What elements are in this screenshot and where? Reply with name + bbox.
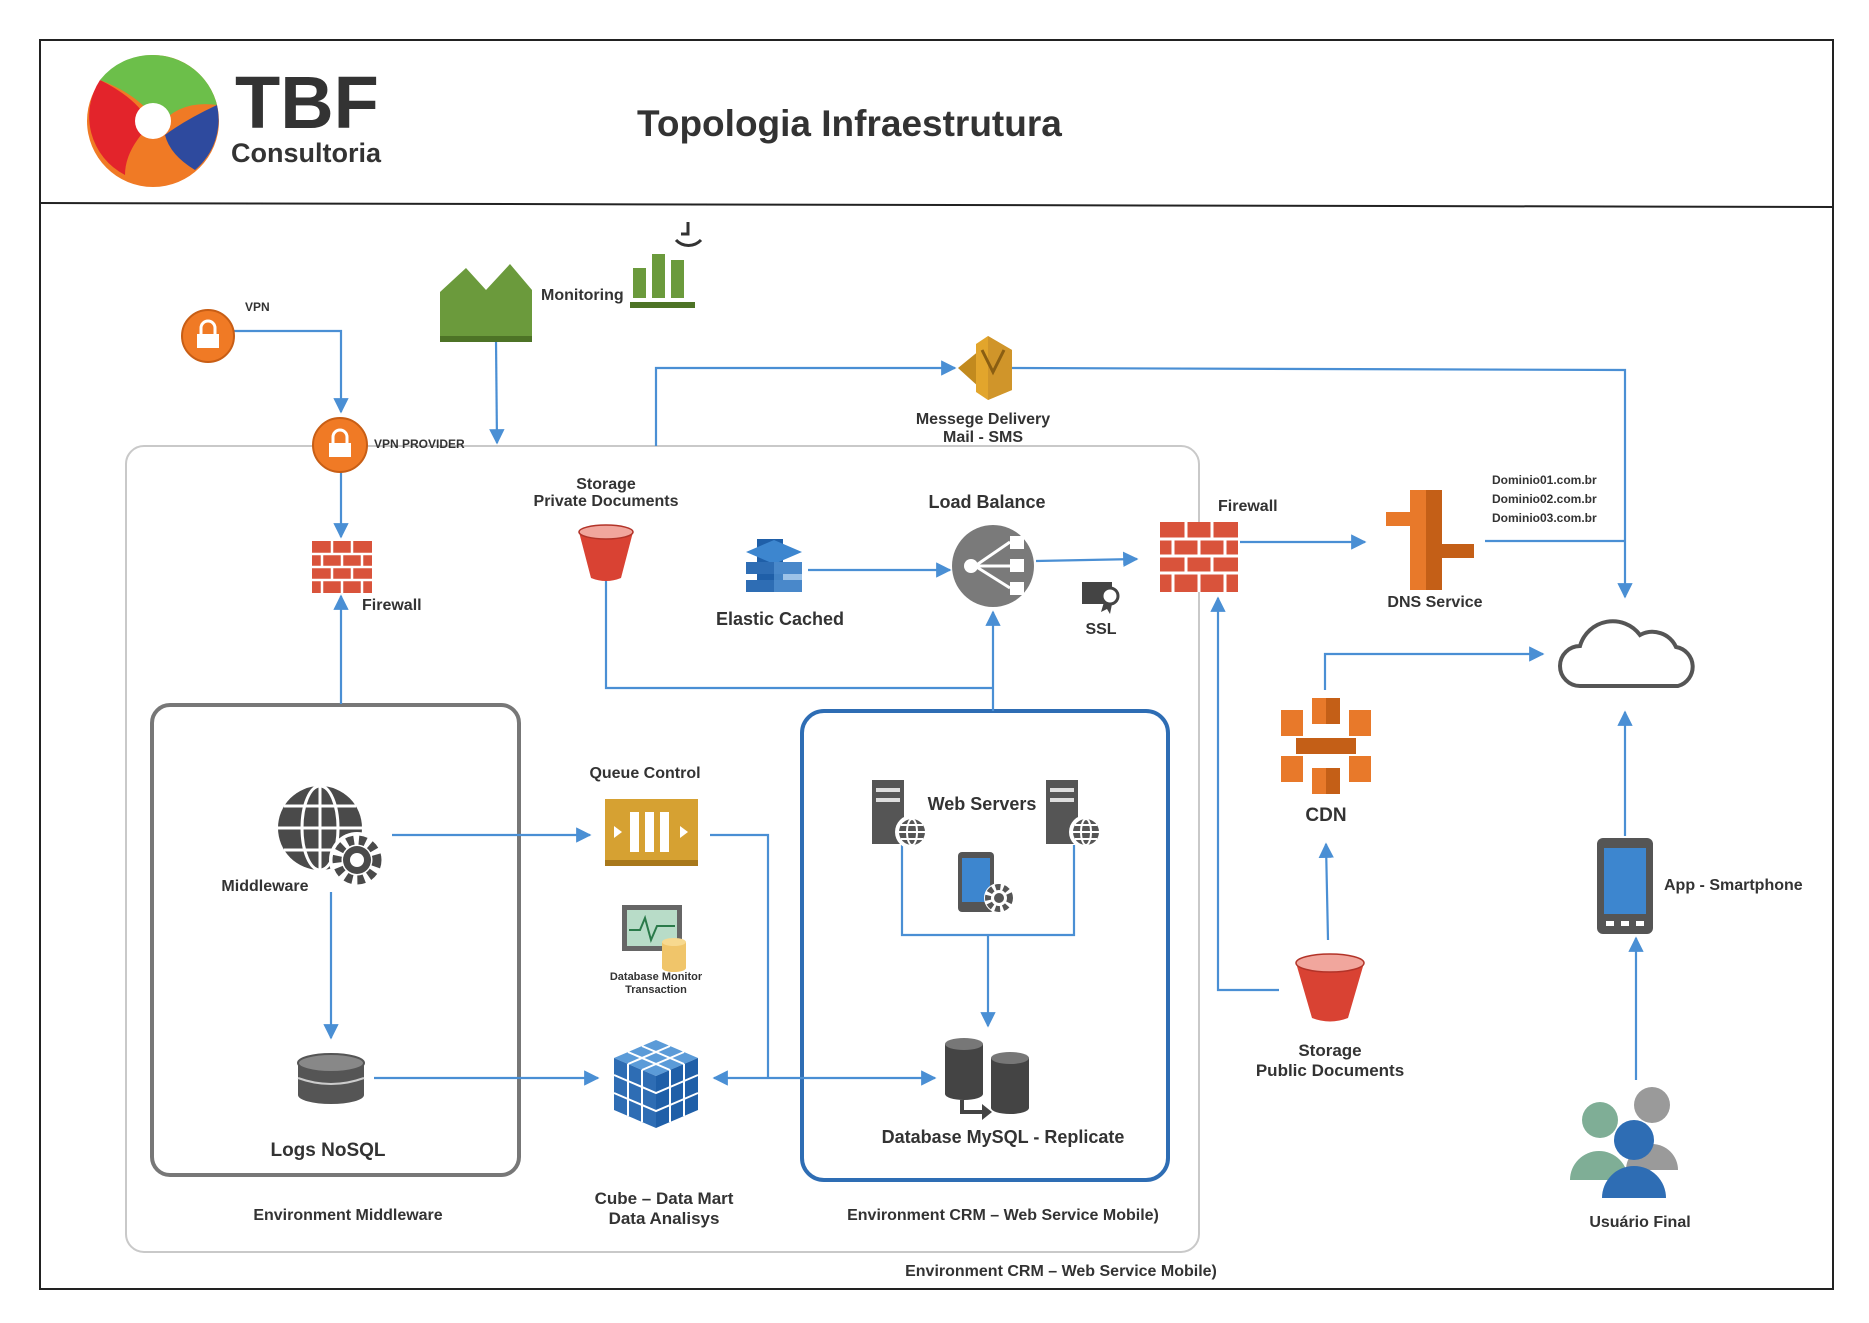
domain-3: Dominio03.com.br (1492, 511, 1597, 525)
firewall-left-label: Firewall (362, 597, 422, 614)
queue-control-icon (605, 799, 698, 866)
elastic-cached-label: Elastic Cached (716, 609, 844, 629)
message-delivery-label-1: Messege Delivery (916, 411, 1050, 428)
firewall-right-icon (1160, 522, 1238, 592)
cdn-icon (1281, 698, 1371, 794)
domain-1: Dominio01.com.br (1492, 473, 1597, 487)
env-outer-crm (125, 445, 1200, 1253)
brand-sub: Consultoria (231, 138, 382, 168)
cloud-icon (1558, 619, 1695, 688)
env-crm-outer-label: Environment CRM – Web Service Mobile) (905, 1263, 1217, 1280)
cube-data-mart-icon (613, 1040, 699, 1128)
app-smartphone-label: App - Smartphone (1664, 877, 1803, 894)
env-crm-inner (800, 709, 1170, 1182)
database-monitor-icon (622, 905, 686, 972)
page-title: Topologia Infraestrutura (637, 103, 1062, 144)
dns-service-label: DNS Service (1387, 594, 1482, 611)
storage-private-label-1: Storage (576, 476, 636, 493)
vpn-provider-label: VPN PROVIDER (374, 437, 465, 451)
vpn-label: VPN (245, 300, 270, 314)
elastic-cached-icon (746, 539, 802, 592)
page-frame (39, 39, 1834, 1290)
message-delivery-label-2: Mail - SMS (943, 429, 1023, 446)
storage-private-label-2: Private Documents (534, 493, 679, 510)
web-server-right-icon (1046, 780, 1103, 849)
load-balance-label: Load Balance (928, 492, 1045, 512)
middleware-label: Middleware (221, 878, 308, 895)
smartphone-icon (1597, 838, 1653, 934)
database-monitor-label-2: Transaction (625, 984, 687, 996)
storage-private-bucket-icon (578, 524, 634, 581)
database-monitor-label-1: Database Monitor (610, 971, 703, 983)
database-mysql-replicate-icon (945, 1038, 1029, 1120)
connections (232, 329, 1644, 1086)
vpn-lock-icon (181, 309, 235, 363)
vpn-provider-lock-icon (312, 417, 368, 473)
database-mysql-label: Database MySQL - Replicate (882, 1127, 1125, 1147)
storage-public-bucket-icon (1295, 953, 1365, 1022)
cube-label-1: Cube – Data Mart (595, 1189, 734, 1208)
message-delivery-icon (958, 336, 1012, 400)
logs-nosql-database-icon (297, 1053, 365, 1104)
tbf-logo (87, 54, 219, 187)
cube-label-2: Data Analisys (609, 1209, 720, 1228)
ssl-label: SSL (1085, 621, 1116, 638)
logs-nosql-label: Logs NoSQL (270, 1140, 385, 1161)
domain-2: Dominio02.com.br (1492, 492, 1597, 506)
web-servers-label: Web Servers (928, 794, 1037, 814)
env-middleware (150, 703, 521, 1177)
queue-control-label: Queue Control (589, 765, 700, 782)
web-server-left-icon (872, 780, 929, 849)
storage-public-label-1: Storage (1298, 1041, 1361, 1060)
firewall-right-label: Firewall (1218, 498, 1278, 515)
monitoring-icon (440, 222, 703, 342)
dns-service-icon (1386, 490, 1474, 590)
load-balancer-icon (952, 525, 1034, 607)
env-middleware-label: Environment Middleware (253, 1207, 442, 1224)
storage-public-label-2: Public Documents (1256, 1061, 1404, 1080)
env-crm-inner-label: Environment CRM – Web Service Mobile) (847, 1207, 1159, 1224)
mobile-settings-icon (958, 852, 1014, 913)
monitoring-label: Monitoring (541, 287, 624, 304)
usuario-final-label: Usuário Final (1589, 1214, 1690, 1231)
middleware-globe-gear-icon (278, 784, 385, 888)
header-divider (39, 202, 1834, 208)
firewall-left-icon (312, 541, 372, 593)
brand-name: TBF (235, 61, 379, 144)
cdn-label: CDN (1305, 805, 1346, 826)
ssl-certificate-icon (1082, 582, 1120, 614)
users-icon (1570, 1087, 1678, 1198)
